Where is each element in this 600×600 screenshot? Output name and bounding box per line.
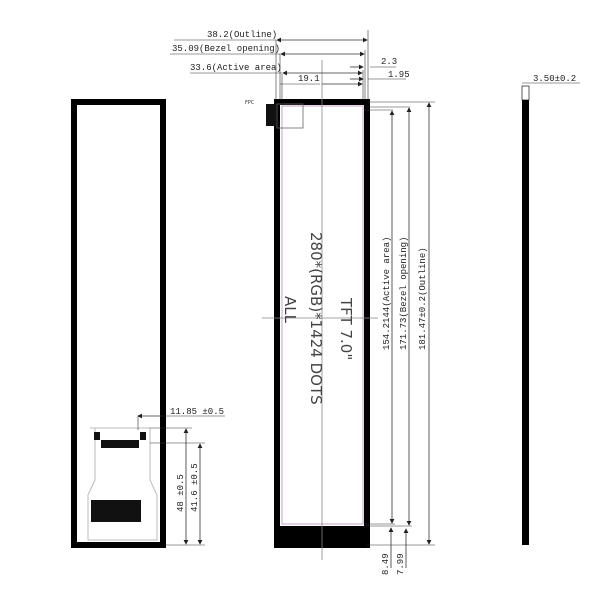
fpc-tab-right (140, 432, 146, 440)
fpc-length-dim: 48 ±0.5 (176, 474, 186, 512)
bottom-offset-bezel-dim: 7.99 (396, 553, 406, 575)
back-outline (71, 99, 166, 548)
side-profile (522, 100, 529, 545)
fpc-connector-top (101, 440, 139, 448)
outline-height-dim: 181.47±0.2(Outline) (418, 247, 428, 350)
active-area-width-dim: 33.6(Active area) (190, 63, 282, 73)
bezel-opening-width-dim: 35.09(Bezel opening) (172, 44, 280, 54)
fpc-marker-label: FPC (245, 100, 255, 106)
right-offset-bezel-dim: 2.3 (381, 57, 397, 67)
resolution-label: 280*(RGB)*1424 DOTS (307, 232, 325, 405)
fpc-length-inner-dim: 41.6 ±0.5 (190, 463, 200, 512)
right-offset-active-dim: 1.95 (388, 70, 410, 80)
fpc-tab-left (94, 432, 100, 440)
viewing-direction-label: ALL (281, 296, 299, 324)
panel-label: TFT 7.0" (337, 297, 355, 360)
back-view: 11.85 ±0.5 48 ±0.5 41.6 ±0.5 (71, 99, 225, 548)
active-area-height-dim: 154.2144(Active area) (382, 237, 392, 350)
active-area (281, 105, 364, 525)
fpc-marker (266, 104, 276, 126)
side-view: 3.50±0.2 (521, 74, 580, 545)
outline-width-dim: 38.2(Outline) (207, 30, 277, 40)
bottom-offset-active-dim: 8.49 (381, 553, 391, 575)
fpc-flex (87, 427, 158, 541)
bezel-opening-height-dim: 171.73(Bezel opening) (399, 237, 409, 350)
fpc-connector-bottom (91, 500, 141, 522)
front-view: FPC TFT 7.0" 280*(RGB)*1424 DOTS ALL 38.… (170, 30, 435, 575)
center-width-dim: 19.1 (298, 74, 320, 84)
thickness-dim: 3.50±0.2 (533, 74, 576, 84)
fpc-offset-dim: 11.85 ±0.5 (170, 407, 224, 417)
